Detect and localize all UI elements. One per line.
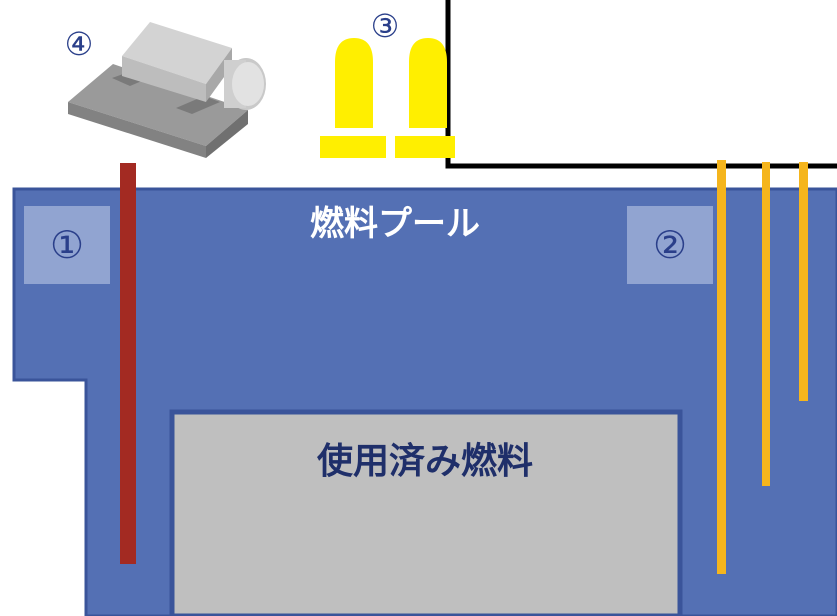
building-outline [445, 0, 837, 169]
pump-machine-icon [68, 22, 266, 158]
pool-label: 燃料プール [310, 204, 480, 244]
marker-2-box [627, 206, 713, 284]
marker-4-number: ④ [64, 25, 94, 63]
orange-rod-3 [799, 162, 808, 401]
marker-1: ① [24, 206, 110, 284]
marker-3: ③ [362, 4, 408, 48]
orange-rod-1 [717, 160, 726, 574]
marker-3-number: ③ [370, 7, 400, 45]
marker-2: ② [627, 206, 713, 284]
marker-4: ④ [56, 22, 102, 66]
yellow-capsule-icon [320, 38, 455, 158]
marker-1-number: ① [49, 223, 85, 267]
marker-1-box [24, 206, 110, 284]
marker-2-number: ② [652, 223, 688, 267]
red-rod [120, 163, 136, 564]
spent-fuel-label: 使用済み燃料 [316, 441, 533, 482]
spent-fuel-block [169, 409, 683, 616]
orange-rod-2 [762, 162, 770, 486]
